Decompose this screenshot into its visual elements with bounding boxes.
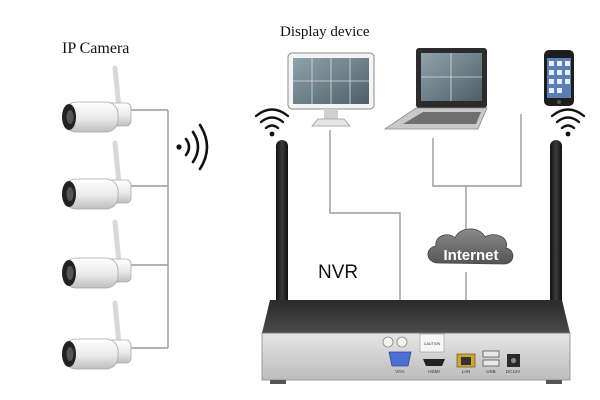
ip-camera-2 xyxy=(62,140,132,210)
caution-sticker: CAUTION xyxy=(424,342,441,346)
ip-camera-4 xyxy=(62,300,132,370)
ip-camera-label: IP Camera xyxy=(62,40,129,57)
wifi-signal-icon xyxy=(176,123,209,171)
display-wiring xyxy=(329,114,522,323)
port-hdmi-label: HDMI xyxy=(428,369,440,374)
camera-wiring xyxy=(130,109,169,349)
internet-label: Internet xyxy=(443,247,498,264)
nvr-port-panel: CAUTION VGA HDMI LAN USB DC12V xyxy=(382,333,521,374)
ip-camera-1 xyxy=(62,65,132,133)
port-vga-label: VGA xyxy=(395,369,405,374)
smartphone-device xyxy=(544,50,574,106)
port-dc-label: DC12V xyxy=(506,369,521,374)
display-device-label: Display device xyxy=(280,24,370,40)
laptop-device xyxy=(383,48,488,130)
port-usb-label: USB xyxy=(486,369,495,374)
wifi-signal-icon xyxy=(254,108,290,137)
port-lan-label: LAN xyxy=(462,369,471,374)
nvr-box xyxy=(261,300,571,384)
nvr-label: NVR xyxy=(318,262,358,283)
wifi-signal-icon xyxy=(550,108,586,137)
monitor-device xyxy=(287,52,375,127)
reset-button-icon xyxy=(396,336,408,348)
power-button-icon xyxy=(382,336,394,348)
internet-cloud: Internet xyxy=(427,228,514,265)
ip-camera-3 xyxy=(62,219,132,289)
